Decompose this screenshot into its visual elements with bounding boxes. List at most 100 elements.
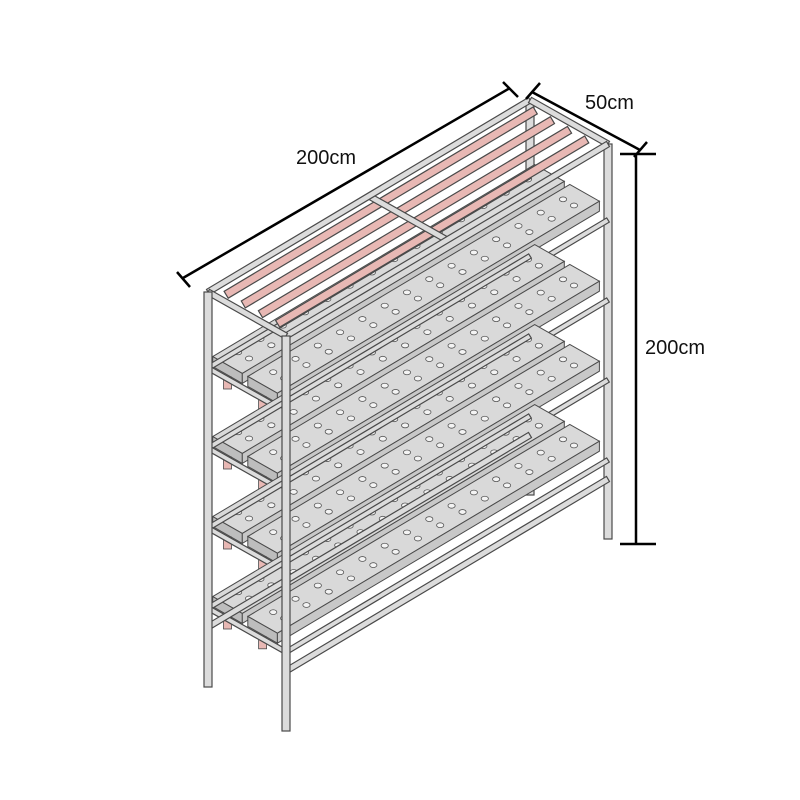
planting-hole: [559, 276, 568, 283]
planting-hole: [358, 476, 367, 482]
planting-hole: [514, 463, 523, 469]
planting-hole: [302, 442, 311, 448]
planting-hole: [525, 469, 534, 475]
planting-hole: [447, 422, 456, 429]
planting-hole: [313, 422, 322, 429]
planting-hole: [534, 342, 543, 349]
planting-hole: [413, 535, 422, 542]
planting-hole: [336, 489, 345, 496]
planting-hole: [480, 495, 489, 502]
planting-hole: [445, 396, 454, 402]
planting-hole: [302, 602, 311, 608]
planting-hole: [480, 335, 489, 342]
planting-hole: [302, 362, 311, 368]
planting-hole: [559, 196, 568, 203]
planting-hole: [291, 596, 300, 602]
planting-hole: [291, 436, 300, 442]
planting-hole: [458, 349, 467, 355]
planting-hole: [313, 502, 322, 509]
planting-hole: [391, 309, 400, 315]
planting-hole: [559, 356, 568, 363]
planting-hole: [436, 442, 445, 449]
planting-hole: [356, 369, 365, 375]
planting-hole: [423, 409, 432, 415]
planting-hole: [534, 422, 543, 429]
planting-hole: [347, 335, 356, 342]
planting-hole: [311, 395, 320, 402]
planting-hole: [492, 236, 501, 242]
planting-hole: [336, 409, 345, 416]
planting-hole: [514, 303, 523, 309]
planting-hole: [503, 482, 512, 489]
planting-hole: [480, 255, 489, 262]
planting-hole: [467, 302, 476, 309]
length-tick-left: [176, 271, 191, 288]
planting-hole: [269, 449, 278, 455]
planting-hole: [536, 449, 545, 456]
planting-hole: [480, 415, 489, 422]
length-label: 200cm: [296, 147, 356, 169]
depth-label: 50cm: [585, 92, 634, 114]
planting-hole: [469, 409, 478, 416]
planting-hole: [313, 582, 322, 589]
planting-hole: [402, 369, 411, 376]
planting-hole: [525, 389, 534, 395]
planting-hole: [492, 396, 501, 402]
planting-hole: [380, 302, 389, 309]
planting-hole: [512, 356, 521, 362]
planting-hole: [402, 529, 411, 536]
planting-hole: [458, 509, 467, 515]
planting-hole: [469, 329, 478, 336]
planting-hole: [425, 436, 434, 442]
planting-hole: [547, 295, 556, 302]
top-rail-left: [205, 288, 289, 340]
planting-hole: [536, 289, 545, 296]
front-right-post: [281, 335, 291, 732]
planting-hole: [402, 449, 411, 456]
frame-front: [203, 96, 611, 732]
planting-hole: [291, 356, 300, 362]
planting-hole: [401, 342, 410, 349]
planting-hole: [445, 316, 454, 322]
planting-hole: [569, 282, 578, 289]
planting-hole: [425, 356, 434, 362]
front-left-post: [203, 291, 213, 688]
planting-hole: [324, 508, 333, 515]
top-slats: [223, 106, 590, 329]
planting-hole: [447, 342, 456, 349]
planting-hole: [291, 516, 300, 522]
tray-side: [276, 440, 600, 645]
planting-hole: [269, 369, 278, 375]
planting-hole: [536, 369, 545, 376]
planting-hole: [334, 462, 343, 469]
length-dimension-line: [182, 86, 511, 280]
depth-tick-left: [525, 82, 541, 100]
planting-hole: [267, 502, 276, 508]
planting-hole: [302, 522, 311, 528]
planting-hole: [347, 415, 356, 422]
top-rail-right: [527, 96, 611, 148]
planting-hole: [503, 402, 512, 409]
planting-hole: [380, 382, 389, 389]
planting-hole: [380, 462, 389, 469]
planting-hole: [245, 435, 254, 442]
planting-hole: [378, 355, 387, 362]
height-label: 200cm: [645, 337, 705, 359]
planting-hole: [492, 476, 501, 482]
planting-hole: [547, 375, 556, 382]
planting-hole: [490, 289, 499, 296]
planting-hole: [413, 455, 422, 462]
planting-hole: [490, 369, 499, 376]
planting-hole: [514, 383, 523, 389]
planting-hole: [347, 495, 356, 502]
planting-hole: [380, 542, 389, 549]
planting-hole: [525, 229, 534, 235]
planting-hole: [267, 342, 276, 348]
planting-hole: [525, 309, 534, 315]
planting-hole: [324, 588, 333, 595]
depth-dimension-line: [531, 90, 641, 152]
planting-hole: [313, 342, 322, 349]
planting-hole: [425, 276, 434, 282]
planting-hole: [547, 455, 556, 462]
